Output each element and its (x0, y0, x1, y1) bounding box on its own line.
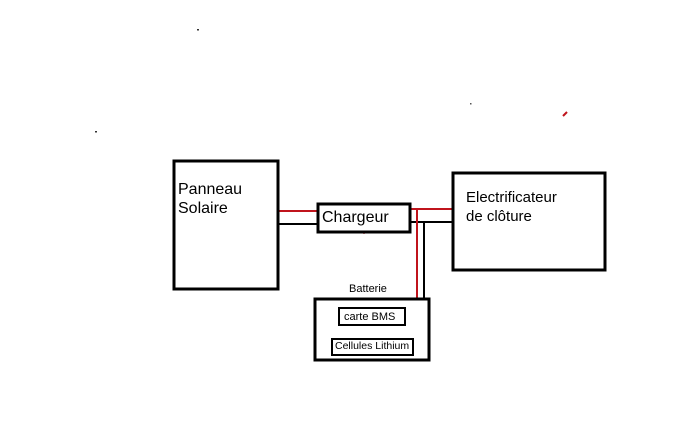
bms-board-box (338, 307, 406, 326)
charger-label: Chargeur (322, 209, 389, 226)
battery-label: Batterie (349, 283, 387, 295)
charger-box (316, 202, 412, 234)
stray-dot (197, 29, 199, 31)
lithium-cells-label: Cellules Lithium (335, 340, 410, 352)
stray-red-mark (562, 111, 568, 117)
fence-energizer-label-line2: de clôture (466, 208, 532, 225)
solar-panel-label-line2: Solaire (178, 200, 228, 217)
lithium-cells-box (331, 338, 414, 356)
solar-panel-label-line1: Panneau (178, 181, 243, 198)
stray-dot (95, 131, 97, 133)
bms-board-label: carte BMS (344, 311, 396, 323)
stray-dot (470, 103, 472, 105)
fence-energizer-label-line1: Electrificateur (466, 189, 557, 206)
fence-energizer-box (451, 171, 607, 272)
solar-panel-box (172, 159, 280, 291)
